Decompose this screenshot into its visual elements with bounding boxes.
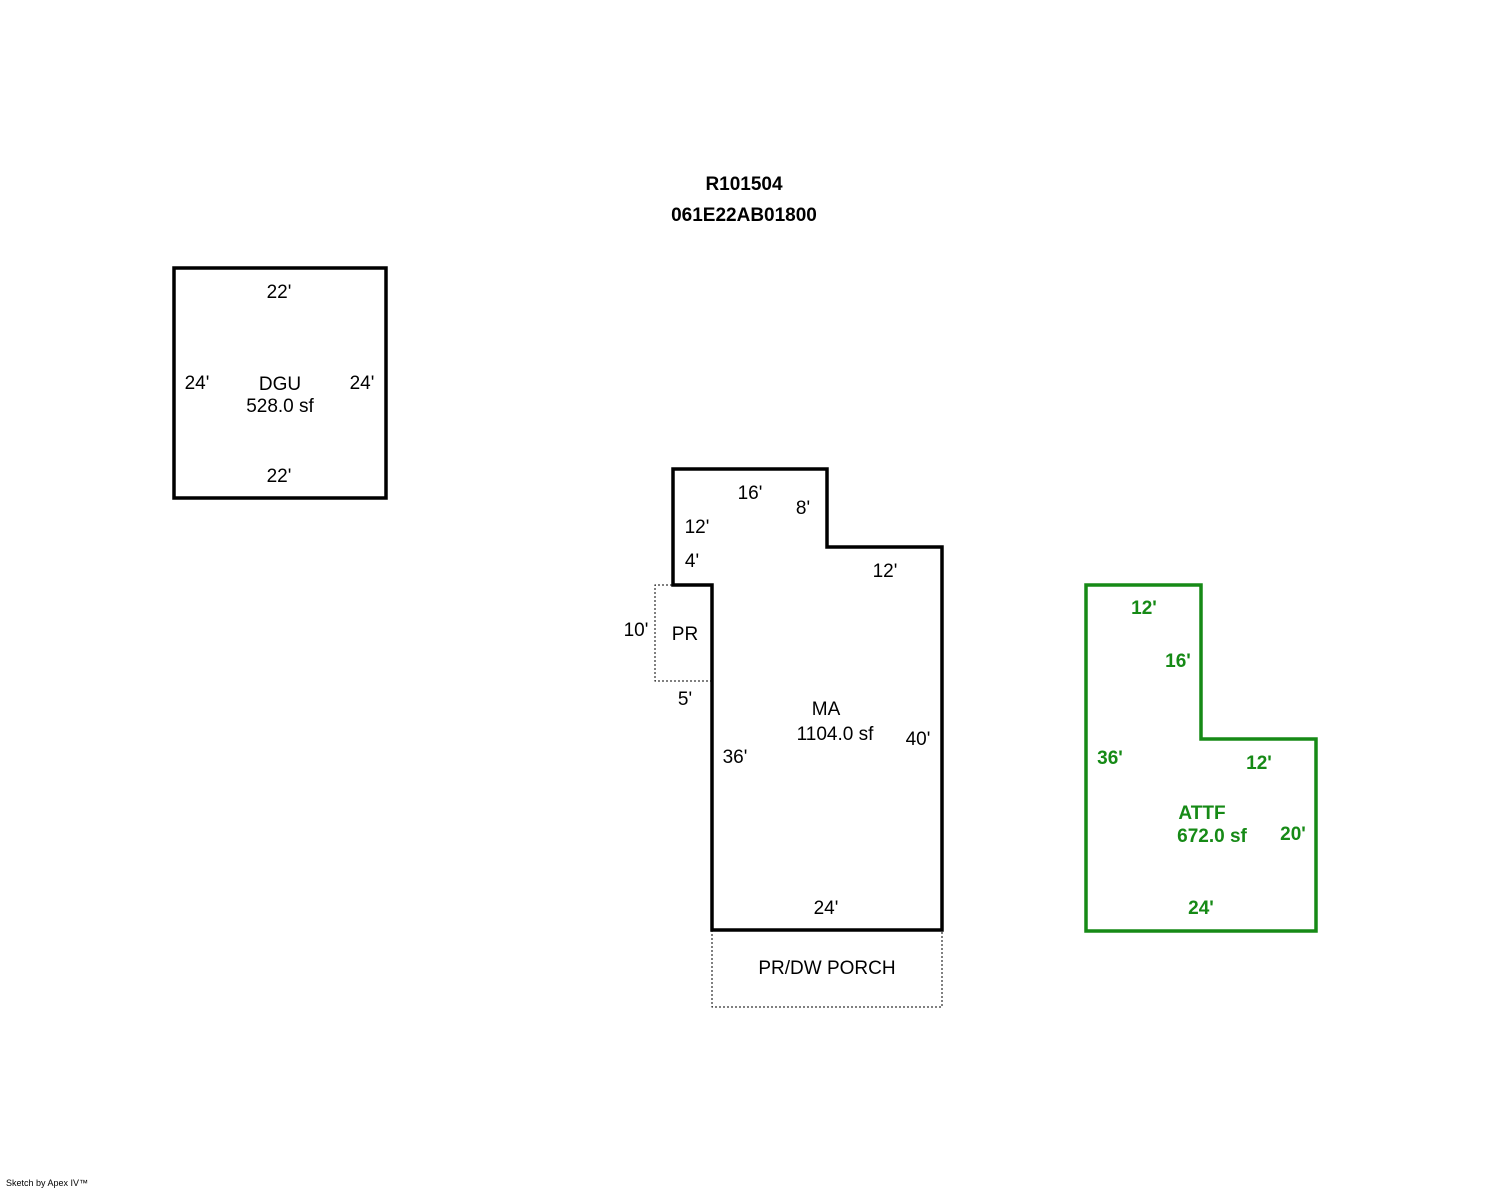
sketch-credit: Sketch by Apex IV™	[6, 1178, 89, 1188]
dgu-outline	[172, 266, 388, 500]
attf-inner-horizontal-dim: 12'	[1246, 753, 1272, 774]
dgu-area: 22' 24' 24' DGU 528.0 sf 22'	[172, 266, 388, 500]
dgu-area-value: 528.0 sf	[246, 396, 314, 417]
pr-label: PR	[672, 624, 698, 645]
attf-outline	[1084, 583, 1318, 933]
attf-top-dim: 12'	[1131, 598, 1157, 619]
account-number: R101504	[705, 174, 783, 195]
ma-outline	[671, 467, 944, 932]
ma-label: MA	[812, 699, 841, 720]
dgu-right-dim: 24'	[350, 373, 375, 394]
attf-right-dim: 20'	[1280, 824, 1306, 845]
porch-area: PR/DW PORCH	[711, 930, 943, 1008]
map-number: 061E22AB01800	[671, 205, 817, 226]
attf-area: 12' 16' 36' 12' ATTF 672.0 sf 20' 24'	[1084, 583, 1318, 933]
ma-right-dim: 40'	[906, 729, 931, 750]
dgu-label: DGU	[259, 374, 301, 395]
ma-bottom-dim: 24'	[814, 898, 839, 919]
ma-left-lower-dim: 36'	[723, 747, 748, 768]
porch-outline	[711, 930, 943, 1008]
pr-area: PR 10' 5'	[624, 584, 712, 710]
ma-left-step-dim: 4'	[685, 551, 699, 572]
ma-notch-dim: 8'	[796, 498, 810, 519]
pr-side-dim: 10'	[624, 620, 649, 641]
ma-area-value: 1104.0 sf	[797, 724, 874, 745]
porch-label: PR/DW PORCH	[758, 958, 895, 979]
dgu-left-dim: 24'	[185, 373, 210, 394]
dgu-top-dim: 22'	[267, 282, 292, 303]
ma-left-upper-dim: 12'	[685, 517, 710, 538]
attf-area-value: 672.0 sf	[1177, 826, 1247, 847]
attf-bottom-dim: 24'	[1188, 898, 1214, 919]
attf-label: ATTF	[1178, 803, 1225, 824]
attf-inner-vertical-dim: 16'	[1165, 651, 1191, 672]
dgu-bottom-dim: 22'	[267, 466, 292, 487]
ma-top-dim: 16'	[738, 483, 763, 504]
pr-bottom-dim: 5'	[678, 689, 692, 710]
attf-left-dim: 36'	[1097, 748, 1123, 769]
ma-area: 16' 8' 12' 4' 12' MA 1104.0 sf 40' 36' 2…	[671, 467, 944, 932]
ma-right-top-dim: 12'	[873, 561, 898, 582]
